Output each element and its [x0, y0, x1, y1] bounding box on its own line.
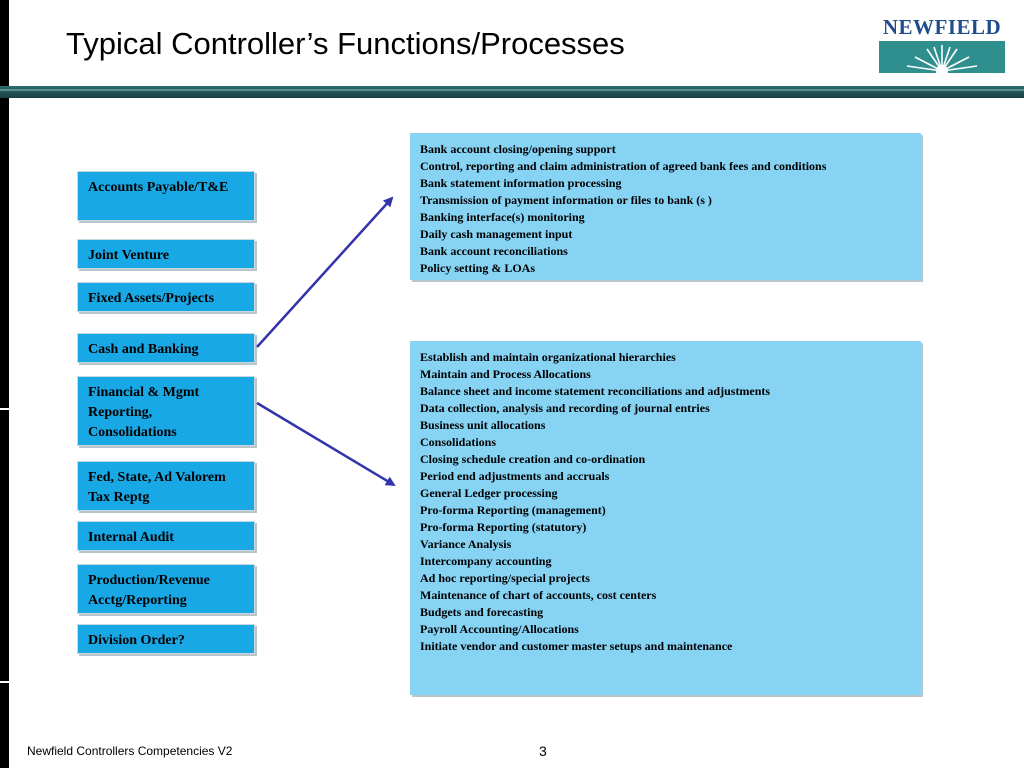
reporting-detail-item: Pro-forma Reporting (management) — [420, 503, 606, 517]
reporting-detail-item: Variance Analysis — [420, 537, 512, 551]
reporting-detail-item: Maintenance of chart of accounts, cost c… — [420, 588, 657, 602]
reporting-detail-item: Intercompany accounting — [420, 554, 552, 568]
reporting-detail-item: General Ledger processing — [420, 486, 558, 500]
reporting-detail-item: Pro-forma Reporting (statutory) — [420, 520, 587, 534]
reporting-detail-item: Payroll Accounting/Allocations — [420, 622, 579, 636]
reporting-detail-item: Establish and maintain organizational hi… — [420, 350, 676, 364]
cash-banking-detail-item: Daily cash management input — [420, 227, 573, 241]
reporting-detail-item: Data collection, analysis and recording … — [420, 401, 710, 415]
arrow-to-cash-banking-details — [256, 196, 394, 348]
reporting-detail-item: Balance sheet and income statement recon… — [420, 384, 771, 398]
slide-title: Typical Controller’s Functions/Processes — [66, 26, 625, 61]
page-number: 3 — [539, 743, 547, 759]
cash-banking-detail-item: Bank account closing/opening support — [420, 142, 616, 156]
reporting-detail-item: Closing schedule creation and co-ordinat… — [420, 452, 646, 466]
reporting-detail-list: Establish and maintain organizational hi… — [420, 349, 911, 655]
cash-banking-detail-item: Bank statement information processing — [420, 176, 622, 190]
left-border-rule — [0, 0, 9, 768]
left-border-gap — [0, 681, 9, 683]
function-box-cash-banking: Cash and Banking — [77, 333, 255, 363]
reporting-detail-item: Business unit allocations — [420, 418, 546, 432]
header-divider-bar — [0, 86, 1024, 98]
cash-banking-detail-item: Transmission of payment information or f… — [420, 193, 712, 207]
reporting-detail-box: Establish and maintain organizational hi… — [410, 341, 921, 695]
logo-text: NEWFIELD — [882, 15, 1002, 39]
cash-banking-detail-item: Bank account reconciliations — [420, 244, 568, 258]
function-box-internal-audit: Internal Audit — [77, 521, 255, 551]
reporting-detail-item: Period end adjustments and accruals — [420, 469, 610, 483]
arrow-to-reporting-details — [256, 401, 396, 487]
newfield-logo: NEWFIELD — [876, 15, 1008, 75]
cash-banking-detail-item: Policy setting & LOAs — [420, 261, 535, 275]
function-box-division-order: Division Order? — [77, 624, 255, 654]
reporting-detail-item: Initiate vendor and customer master setu… — [420, 639, 733, 653]
reporting-detail-item: Budgets and forecasting — [420, 605, 544, 619]
reporting-detail-item: Ad hoc reporting/special projects — [420, 571, 590, 585]
function-box-joint-venture: Joint Venture — [77, 239, 255, 269]
footer-text: Newfield Controllers Competencies V2 — [27, 744, 233, 758]
function-box-production-revenue: Production/Revenue Acctg/Reporting — [77, 564, 255, 614]
function-box-financial-reporting: Financial & Mgmt Reporting, Consolidatio… — [77, 376, 255, 446]
reporting-detail-item: Maintain and Process Allocations — [420, 367, 591, 381]
cash-banking-detail-item: Banking interface(s) monitoring — [420, 210, 585, 224]
function-box-tax-reporting: Fed, State, Ad Valorem Tax Reptg — [77, 461, 255, 511]
reporting-detail-item: Consolidations — [420, 435, 497, 449]
cash-banking-detail-item: Control, reporting and claim administrat… — [420, 159, 827, 173]
left-border-gap — [0, 408, 9, 410]
function-box-accounts-payable: Accounts Payable/T&E — [77, 171, 255, 221]
sunburst-icon — [879, 41, 1005, 73]
function-box-fixed-assets: Fixed Assets/Projects — [77, 282, 255, 312]
